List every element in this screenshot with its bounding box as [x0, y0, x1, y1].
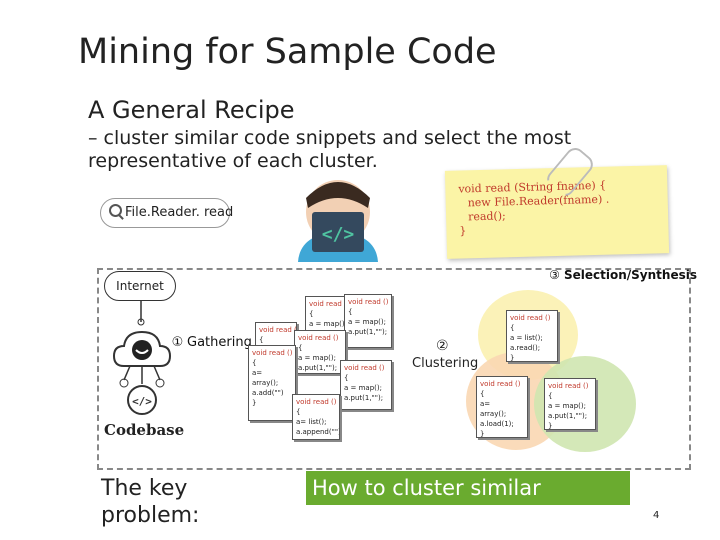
cluster-code-card: void read () { a= array(); a.load(1); }	[476, 376, 528, 438]
svg-text:</>: </>	[322, 224, 355, 245]
slide-title: Mining for Sample Code	[78, 32, 497, 72]
internet-cloud: Internet	[104, 271, 176, 301]
search-icon	[109, 204, 122, 217]
page-number: 4	[653, 510, 660, 521]
github-cloud-icon: </>	[112, 330, 172, 415]
selection-label: ③ Selection/Synthesis	[548, 268, 697, 282]
gathering-text: Gathering	[187, 335, 252, 350]
how-to-banner: How to cluster similar	[306, 471, 630, 505]
step-three-number: ③	[549, 268, 560, 282]
pipeline-frame	[97, 268, 691, 470]
code-card: void read () { a = map(); a.put(1,"");	[344, 294, 392, 348]
recipe-description: – cluster similar code snippets and sele…	[88, 127, 572, 172]
code-card: void read () { a= array(); a.add("") }	[248, 345, 296, 421]
cluster-code-card: void read () { a = map(); a.put(1,""); }	[544, 378, 596, 430]
step-one-number: ①	[171, 335, 184, 350]
step-two-number: ②	[436, 338, 449, 354]
code-card: void read () { a = map(); a.put(1,"");	[294, 330, 346, 374]
key-problem-text: The key problem:	[101, 476, 200, 528]
clustering-label: Clustering	[412, 356, 479, 371]
search-box: File.Reader. read	[100, 198, 234, 228]
selection-text: Selection/Synthesis	[564, 268, 697, 282]
coder-illustration: </>	[298, 180, 378, 262]
code-card: void read () { a = map(); a.put(1,"");	[340, 360, 392, 410]
slide-subtitle: A General Recipe	[88, 96, 295, 124]
codebase-label: Codebase	[104, 421, 185, 439]
link-node	[137, 318, 145, 326]
search-text: File.Reader. read	[125, 205, 234, 220]
code-icon: </>	[132, 395, 152, 408]
cluster-code-card: void read () { a = list(); a.read(); }	[506, 310, 558, 362]
code-card: void read () { a= list(); a.append("")	[292, 394, 340, 440]
